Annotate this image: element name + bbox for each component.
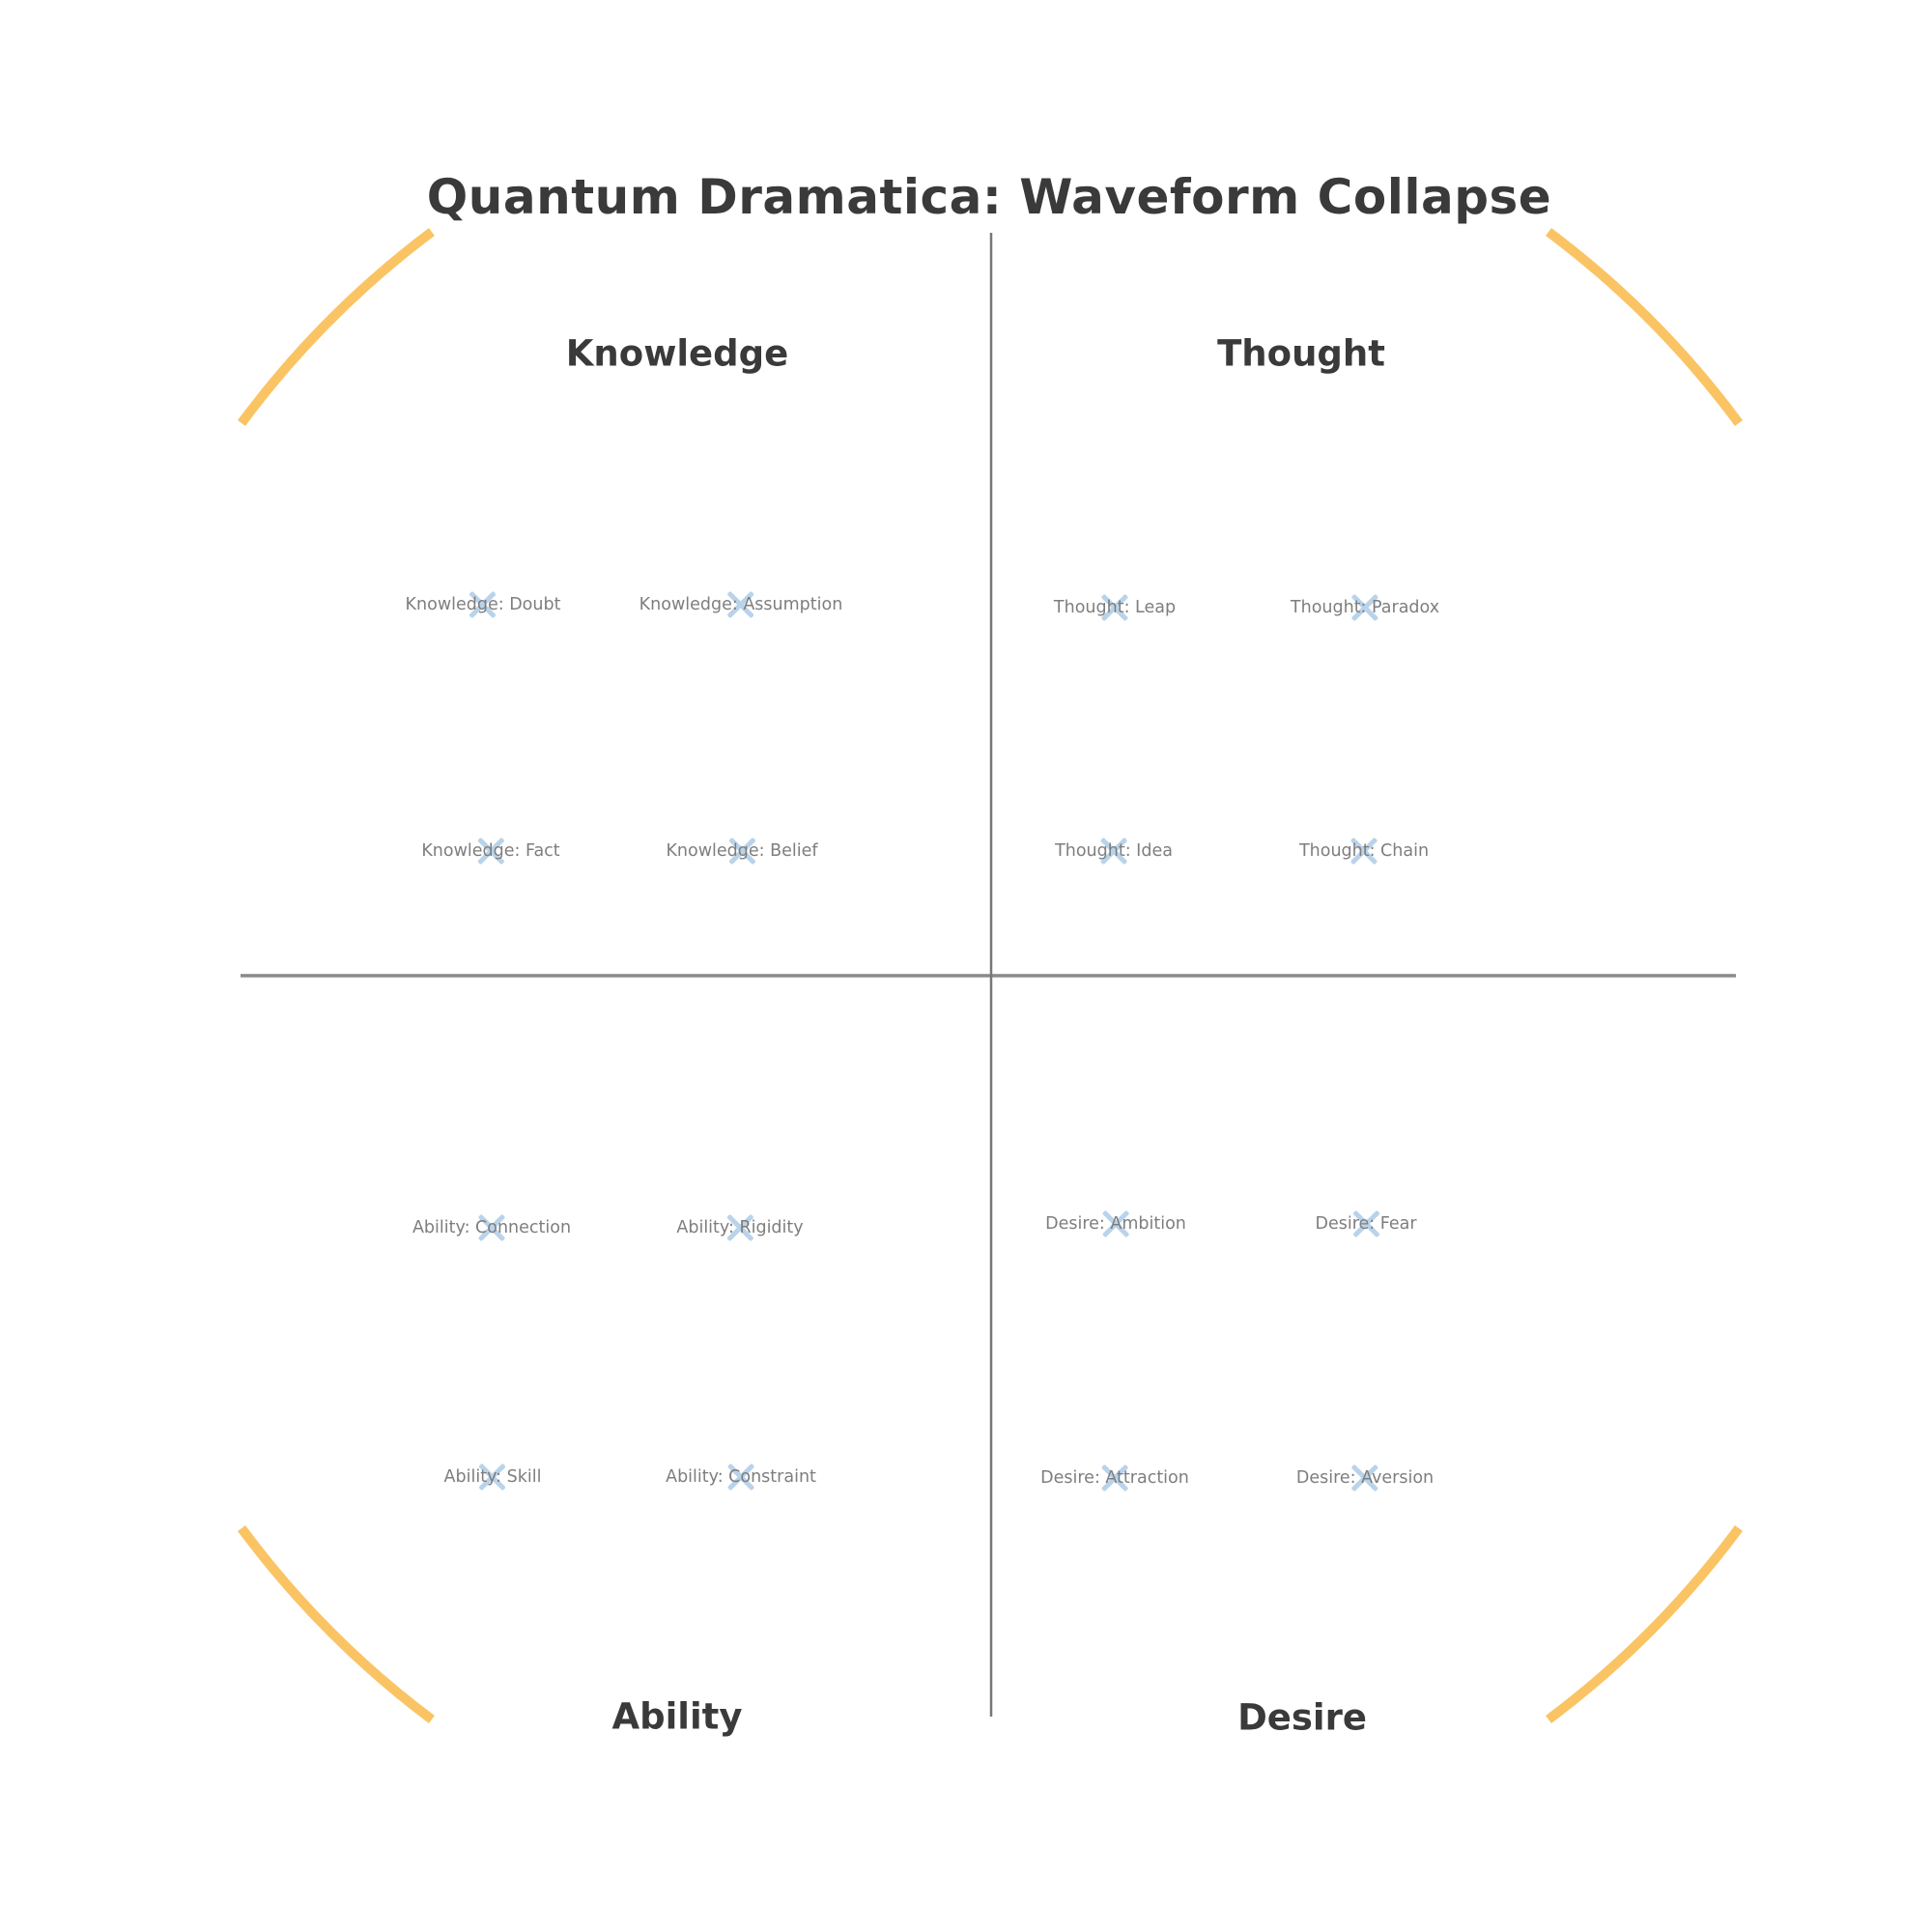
x-marker-icon	[1101, 594, 1128, 621]
scatter-point: Knowledge: Belief	[666, 838, 818, 865]
x-marker-icon	[478, 1214, 505, 1241]
x-marker-icon	[469, 591, 497, 618]
x-marker-icon	[479, 1463, 506, 1491]
x-marker-icon	[728, 838, 755, 865]
scatter-point-label: Ability: Skill	[443, 1467, 542, 1487]
scatter-point-label: Ability: Connection	[412, 1218, 572, 1237]
scatter-point-label: Knowledge: Fact	[421, 841, 560, 861]
scatter-point: Desire: Attraction	[1040, 1464, 1189, 1492]
scatter-point: Thought: Leap	[1053, 594, 1177, 621]
quadrant-label-knowledge: Knowledge	[565, 332, 789, 375]
x-marker-icon	[1351, 1464, 1378, 1492]
scatter-point-label: Ability: Constraint	[666, 1467, 816, 1487]
scatter-point: Thought: Idea	[1055, 838, 1173, 865]
scatter-point-label: Knowledge: Assumption	[639, 595, 843, 614]
scatter-point: Desire: Ambition	[1045, 1210, 1186, 1237]
scatter-point: Thought: Chain	[1298, 838, 1430, 865]
scatter-point: Ability: Rigidity	[676, 1214, 804, 1241]
corner-arc-top-right	[1546, 227, 1744, 426]
quadrant-label-ability: Ability	[611, 1695, 743, 1738]
scatter-point-label: Thought: Paradox	[1290, 598, 1440, 617]
scatter-point: Knowledge: Doubt	[405, 591, 561, 618]
quadrant-label-desire: Desire	[1237, 1696, 1367, 1739]
scatter-point: Ability: Constraint	[666, 1463, 816, 1491]
scatter-point: Desire: Fear	[1315, 1210, 1417, 1237]
corner-arc-bottom-right	[1546, 1525, 1744, 1724]
scatter-point: Desire: Aversion	[1295, 1464, 1435, 1492]
x-marker-icon	[727, 1463, 754, 1491]
x-marker-icon	[1350, 838, 1378, 865]
x-marker-icon	[1351, 594, 1378, 621]
x-marker-icon	[1100, 838, 1127, 865]
x-marker-icon	[727, 591, 754, 618]
corner-arc-top-left	[237, 227, 435, 426]
scatter-point: Knowledge: Assumption	[639, 591, 843, 618]
scatter-point: Knowledge: Fact	[421, 838, 560, 865]
scatter-point-label: Ability: Rigidity	[676, 1218, 804, 1237]
scatter-point-label: Knowledge: Doubt	[405, 595, 561, 614]
x-marker-icon	[1101, 1464, 1128, 1492]
x-marker-icon	[477, 838, 504, 865]
scatter-point-label: Thought: Idea	[1055, 841, 1173, 861]
quadrant-label-thought: Thought	[1217, 332, 1385, 375]
corner-arc-bottom-left	[237, 1525, 435, 1724]
scatter-point-label: Thought: Leap	[1053, 598, 1177, 617]
x-marker-icon	[1352, 1210, 1379, 1237]
scatter-point: Thought: Paradox	[1290, 594, 1440, 621]
scatter-point: Ability: Connection	[412, 1214, 572, 1241]
scatter-point-label: Desire: Aversion	[1295, 1468, 1435, 1488]
scatter-point-label: Desire: Attraction	[1040, 1468, 1189, 1488]
x-marker-icon	[1102, 1210, 1129, 1237]
scatter-point-label: Desire: Ambition	[1045, 1214, 1186, 1234]
x-marker-icon	[726, 1214, 753, 1241]
scatter-point-label: Desire: Fear	[1315, 1214, 1417, 1234]
scatter-point: Ability: Skill	[443, 1463, 542, 1491]
scatter-point-label: Thought: Chain	[1298, 841, 1430, 861]
scatter-point-label: Knowledge: Belief	[666, 841, 818, 861]
chart-title: Quantum Dramatica: Waveform Collapse	[426, 169, 1552, 225]
